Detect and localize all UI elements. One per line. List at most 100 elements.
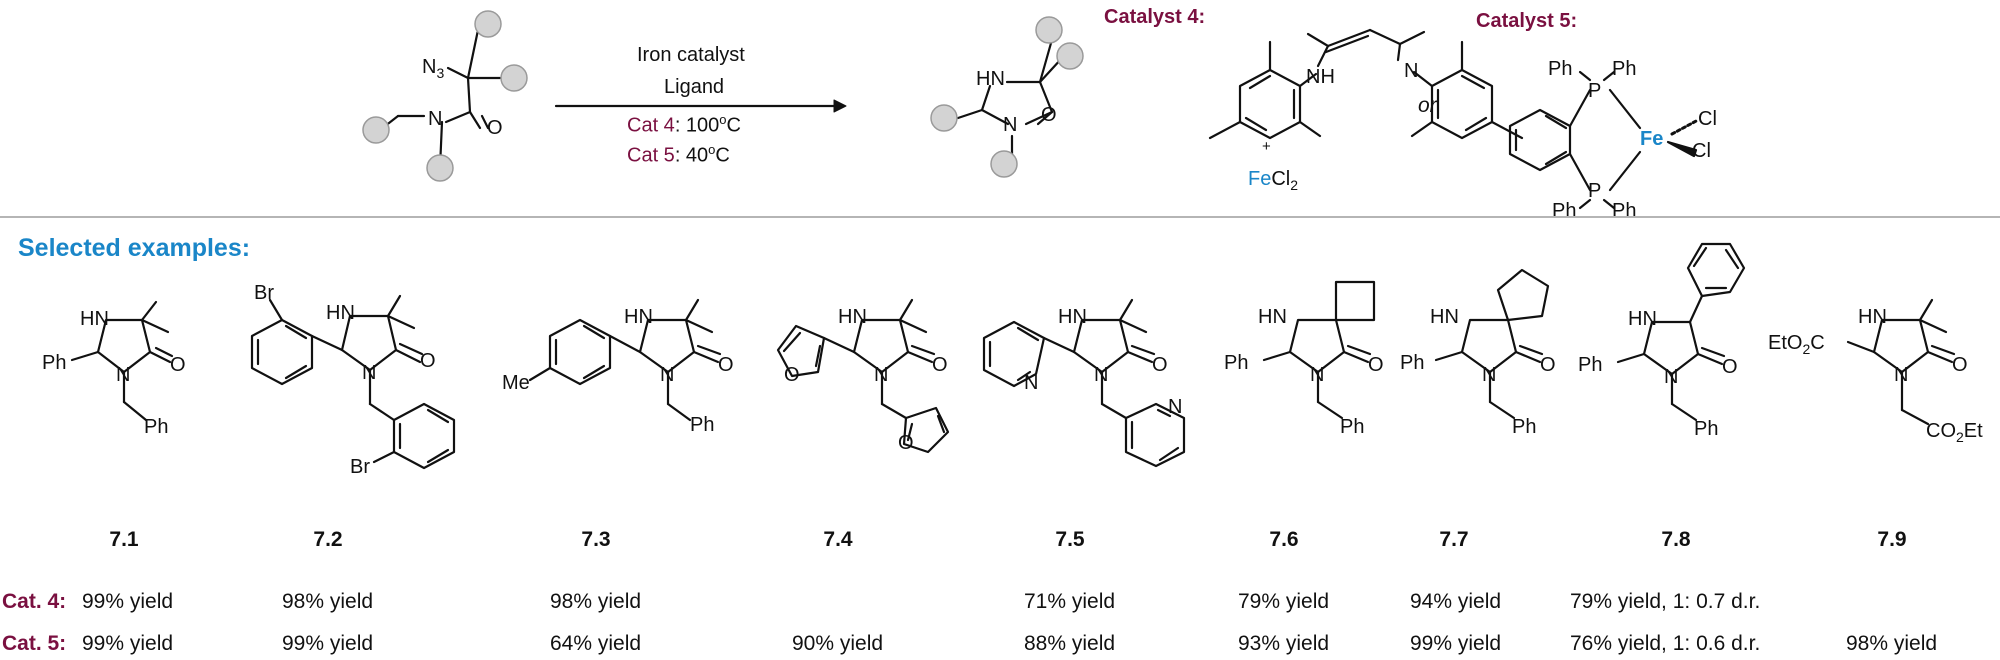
- compound-label-7-8: 7.8: [1661, 528, 1691, 551]
- compound-label-7-9: 7.9: [1877, 528, 1907, 551]
- section-divider: [0, 216, 2000, 218]
- c78-hn: HN: [1628, 308, 1657, 330]
- compound-7-8-bonds: [1616, 242, 1746, 422]
- selected-examples-title: Selected examples:: [18, 234, 251, 262]
- yield-7-7-cat5: 99% yield: [1410, 632, 1502, 655]
- compound-label-7-4: 7.4: [823, 528, 853, 551]
- c72-o: O: [420, 350, 436, 372]
- catalyst5-cl-bottom: Cl: [1692, 140, 1711, 162]
- c72-hn: HN: [326, 302, 355, 324]
- yield-7-7-cat4: 94% yield: [1410, 590, 1502, 613]
- compound-7-7-bonds: [1434, 268, 1550, 420]
- compound-7-9-bonds: [1846, 298, 1956, 426]
- c75-pyridine-n2: N: [1168, 396, 1183, 418]
- or-label: or: [1418, 94, 1437, 117]
- c78-n: N: [1664, 366, 1679, 388]
- yield-7-5-cat5: 88% yield: [1024, 632, 1116, 655]
- c73-n: N: [660, 364, 675, 386]
- catalyst5-fe: Fe: [1640, 128, 1664, 150]
- yield-7-9-cat5: 98% yield: [1846, 632, 1938, 655]
- compound-label-7-1: 7.1: [109, 528, 139, 551]
- row-label-cat4: Cat. 4:: [2, 590, 67, 613]
- starting-material-bonds: [378, 28, 502, 170]
- c78-ph-benzyl: Ph: [1694, 418, 1719, 440]
- yield-7-5-cat4: 71% yield: [1024, 590, 1116, 613]
- yield-7-6-cat4: 79% yield: [1238, 590, 1330, 613]
- reagent-ligand: Ligand: [664, 76, 725, 98]
- c77-ph-benzyl: Ph: [1512, 416, 1537, 438]
- compound-label-7-5: 7.5: [1055, 528, 1085, 551]
- compound-7-5-bonds: [982, 298, 1186, 468]
- catalyst5-ph-bottom-left: Ph: [1552, 200, 1577, 222]
- reagent-iron-catalyst: Iron catalyst: [637, 44, 745, 66]
- c77-ph: Ph: [1400, 352, 1425, 374]
- row-label-cat5: Cat. 5:: [2, 632, 67, 655]
- c78-o: O: [1722, 356, 1738, 378]
- catalyst5-title: Catalyst 5:: [1476, 10, 1578, 32]
- yield-7-8-cat5: 76% yield, 1: 0.6 d.r.: [1570, 632, 1761, 655]
- catalyst4-title: Catalyst 4:: [1104, 6, 1206, 28]
- compound-7-3-bonds: [528, 298, 722, 422]
- c77-n: N: [1482, 364, 1497, 386]
- c72-br-bottom: Br: [350, 456, 370, 478]
- c73-ph: Ph: [690, 414, 715, 436]
- c71-hn: HN: [80, 308, 109, 330]
- product-o-label: O: [1041, 104, 1057, 126]
- yield-7-2-cat5: 99% yield: [282, 632, 374, 655]
- c74-o: O: [932, 354, 948, 376]
- c74-furan-o2: O: [898, 432, 914, 454]
- catalyst4-plus: +: [1262, 138, 1271, 155]
- product-hn-label: HN: [976, 68, 1005, 90]
- yield-7-3-cat5: 64% yield: [550, 632, 642, 655]
- c79-n: N: [1894, 364, 1909, 386]
- c74-n: N: [874, 364, 889, 386]
- catalyst4-nh-label: NH: [1306, 66, 1335, 88]
- product-bonds: [956, 34, 1064, 160]
- catalyst5-ph-top-right: Ph: [1612, 58, 1637, 80]
- c71-ph: Ph: [42, 352, 67, 374]
- compound-label-7-6: 7.6: [1269, 528, 1299, 551]
- c71-o: O: [170, 354, 186, 376]
- c78-ph: Ph: [1578, 354, 1603, 376]
- c77-hn: HN: [1430, 306, 1459, 328]
- compound-7-4-bonds: [776, 298, 950, 454]
- catalyst5-p-top: P: [1588, 80, 1602, 102]
- compound-label-7-7: 7.7: [1439, 528, 1469, 551]
- c76-ph-benzyl: Ph: [1340, 416, 1365, 438]
- starting-material-substituent-circles: [362, 10, 528, 182]
- amide-n-label: N: [428, 108, 443, 130]
- reaction-arrow: [554, 99, 847, 113]
- catalyst4-n-label: N: [1404, 60, 1419, 82]
- catalyst4-fecl2: FeCl2: [1248, 168, 1299, 193]
- catalyst5-cl-top: Cl: [1698, 108, 1717, 130]
- yield-7-6-cat5: 93% yield: [1238, 632, 1330, 655]
- yield-7-1-cat5: 99% yield: [82, 632, 174, 655]
- catalyst5-bonds: [1508, 70, 1700, 210]
- c73-o: O: [718, 354, 734, 376]
- c76-n: N: [1310, 364, 1325, 386]
- c79-o: O: [1952, 354, 1968, 376]
- compound-7-1-bonds: [70, 300, 174, 422]
- c76-hn: HN: [1258, 306, 1287, 328]
- product-n-label: N: [1003, 114, 1018, 136]
- catalyst5-ph-bottom-right: Ph: [1612, 200, 1637, 222]
- c71-n: N: [116, 364, 131, 386]
- c73-me: Me: [502, 372, 530, 394]
- c75-pyridine-n1: N: [1024, 372, 1039, 394]
- product-substituent-circles: [930, 16, 1084, 178]
- condition-cat4: Cat 4: 100oC: [627, 112, 741, 137]
- c73-hn: HN: [624, 306, 653, 328]
- c72-n: N: [362, 362, 377, 384]
- c79-hn: HN: [1858, 306, 1887, 328]
- compound-7-6-bonds: [1262, 280, 1376, 420]
- condition-cat5: Cat 5: 40oC: [627, 142, 730, 167]
- yield-7-2-cat4: 98% yield: [282, 590, 374, 613]
- catalyst5-p-bottom: P: [1588, 180, 1602, 202]
- c76-ph: Ph: [1224, 352, 1249, 374]
- compound-7-2-bonds: [250, 294, 456, 470]
- c75-hn: HN: [1058, 306, 1087, 328]
- catalyst4-ligand-bonds: [1208, 28, 1524, 140]
- amide-o-label: O: [487, 117, 503, 139]
- c77-o: O: [1540, 354, 1556, 376]
